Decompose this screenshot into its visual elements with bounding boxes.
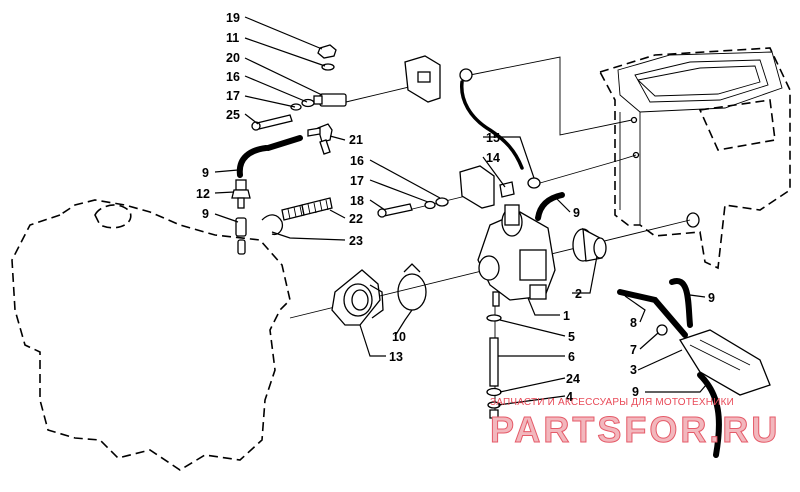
intake-flange <box>331 269 384 326</box>
springs <box>281 197 333 221</box>
fuel-filter <box>231 179 251 255</box>
grommet-14 <box>499 181 515 198</box>
callout-11: 11 <box>226 31 239 45</box>
callout-3: 3 <box>630 363 637 377</box>
callout-12: 12 <box>196 187 210 201</box>
intake-boot <box>572 227 607 262</box>
grommet-upper <box>459 68 473 82</box>
airbox <box>598 47 791 270</box>
elbow-fitting <box>307 123 333 155</box>
carburetor <box>477 204 556 307</box>
callout-9-c: 9 <box>573 206 580 220</box>
callout-17-upper: 17 <box>226 89 240 103</box>
callout-numbers: 19 11 20 16 17 25 21 9 12 9 22 23 15 14 … <box>196 11 715 404</box>
callout-19: 19 <box>226 11 240 25</box>
callout-20: 20 <box>226 51 240 65</box>
fitting-upper <box>251 44 347 131</box>
bracket-upper <box>404 55 441 103</box>
callout-16-upper: 16 <box>226 70 240 84</box>
callout-9-d: 9 <box>708 291 715 305</box>
callout-14: 14 <box>486 151 500 165</box>
drain-parts <box>486 314 502 419</box>
engine-outline <box>11 199 291 471</box>
callout-7: 7 <box>630 343 637 357</box>
callout-25: 25 <box>226 108 240 122</box>
check-valve <box>617 278 771 458</box>
callout-9-e: 9 <box>632 385 639 399</box>
callout-16-middle: 16 <box>350 154 364 168</box>
fitting-middle <box>377 197 449 218</box>
leader-lines <box>214 16 707 406</box>
callout-24: 24 <box>566 372 580 386</box>
callout-13: 13 <box>389 350 403 364</box>
watermark-caption: ЗАПЧАСТИ И АКСЕССУАРЫ ДЛЯ МОТОТЕХНИКИ <box>490 397 735 408</box>
callout-10: 10 <box>392 330 406 344</box>
callout-23: 23 <box>349 234 363 248</box>
callout-15: 15 <box>486 131 500 145</box>
callout-18: 18 <box>350 194 364 208</box>
callout-4: 4 <box>566 390 573 404</box>
callout-2: 2 <box>575 287 582 301</box>
callout-5: 5 <box>568 330 575 344</box>
callout-22: 22 <box>349 212 363 226</box>
callout-9-b: 9 <box>202 207 209 221</box>
bracket-middle <box>459 165 495 209</box>
callout-6: 6 <box>568 350 575 364</box>
callout-21: 21 <box>349 133 363 147</box>
hose-clamp <box>397 263 427 311</box>
callout-8: 8 <box>630 316 637 330</box>
callout-17-middle: 17 <box>350 174 364 188</box>
watermark-logo: PARTSFOR.RU <box>489 409 781 451</box>
callout-9-a: 9 <box>202 166 209 180</box>
callout-1: 1 <box>563 309 570 323</box>
